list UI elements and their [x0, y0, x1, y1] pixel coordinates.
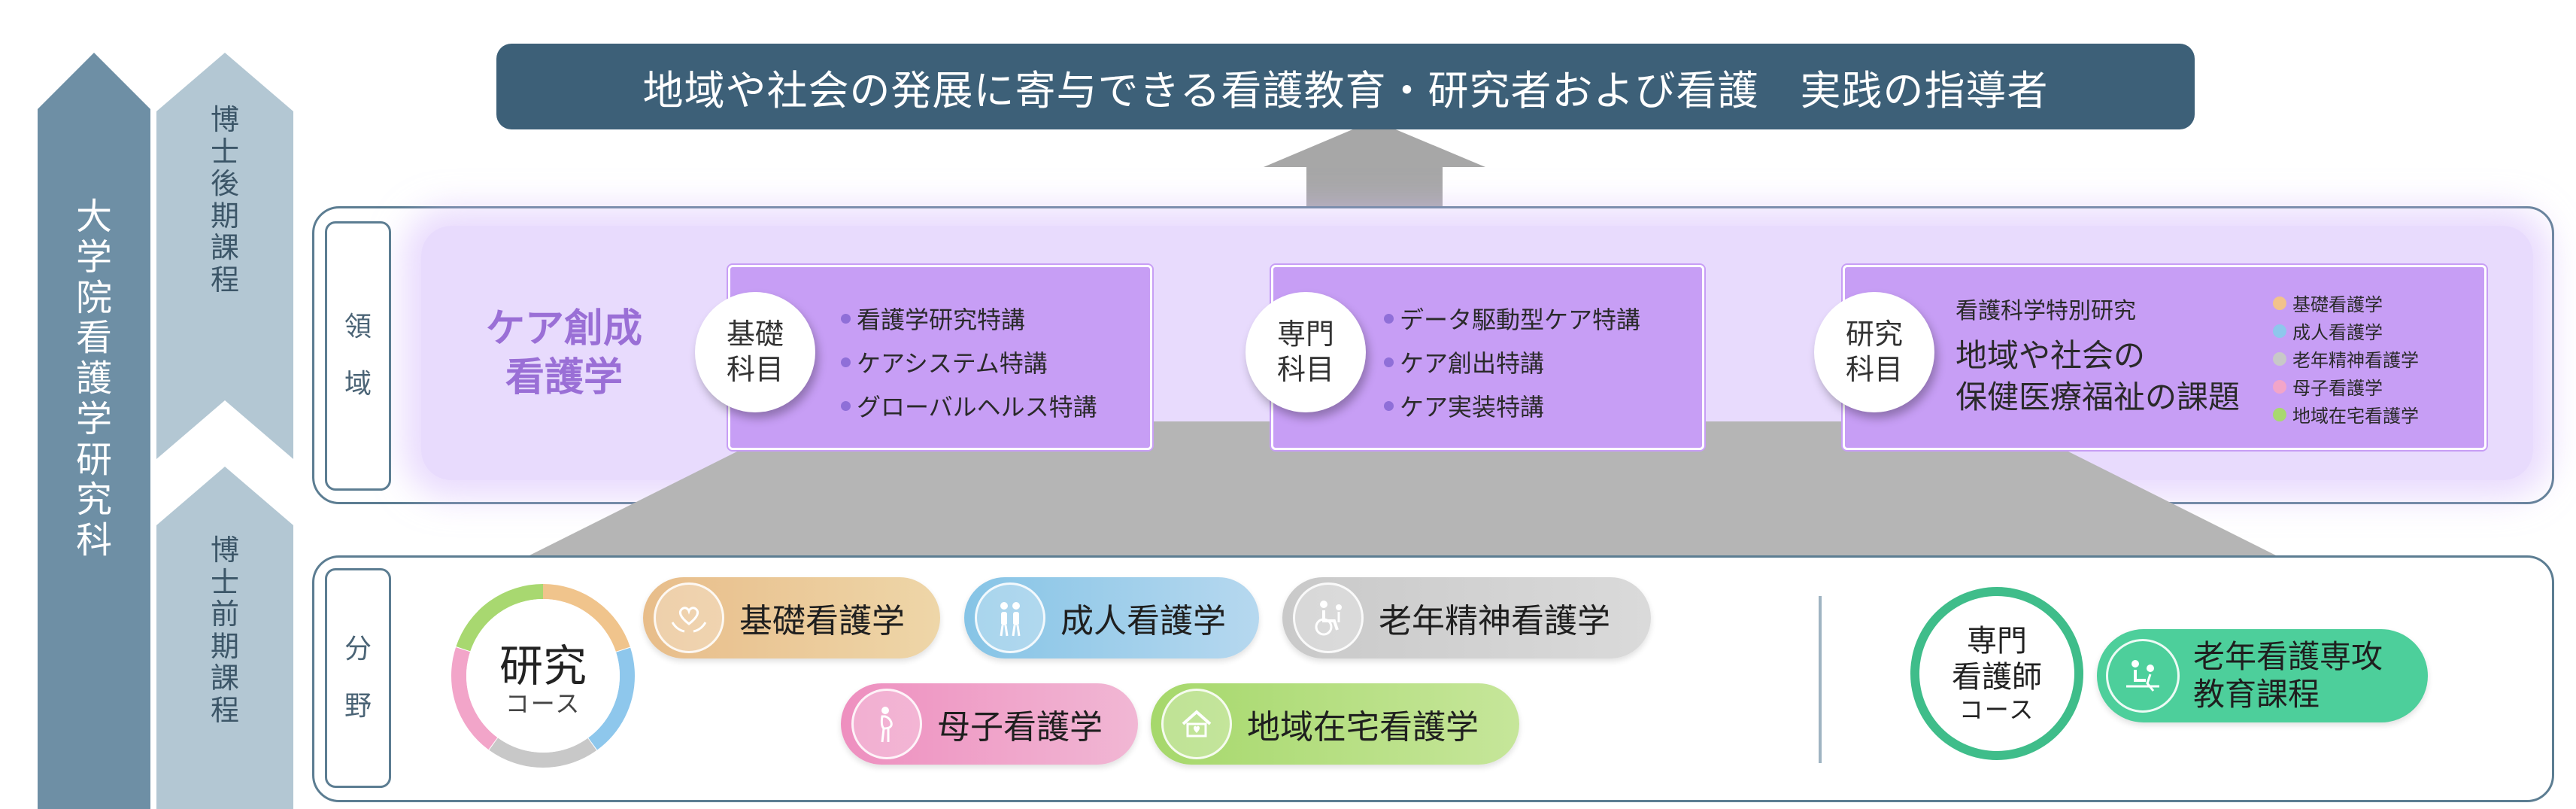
bullet-dot-icon — [1384, 313, 1394, 324]
cns-program-label: 老年看護専攻 教育課程 — [2193, 637, 2383, 713]
section-divider — [1819, 596, 1822, 763]
list-item: データ駆動型ケア特講 — [1384, 297, 1640, 340]
doctoral-course-label: 博士後期課程 — [210, 103, 239, 297]
home-icon — [1161, 689, 1232, 759]
wheelchair-icon — [1293, 582, 1364, 653]
people-icon — [975, 582, 1045, 653]
care-creation-title: ケア創成 看護学 — [485, 306, 642, 400]
basic-subjects-list: 看護学研究特講 ケアシステム特講 グローバルヘルス特講 — [841, 297, 1097, 427]
legend-dot-icon — [2273, 351, 2286, 366]
research-issue-text: 地域や社会の 保健医療福祉の課題 — [1956, 337, 2241, 415]
field-geriatric-psychiatric: 老年精神看護学 — [1282, 577, 1651, 658]
specialized-subjects-list: データ駆動型ケア特講 ケア創出特講 ケア実装特講 — [1384, 297, 1640, 427]
masters-course-label: 博士前期課程 — [210, 534, 239, 727]
connector-trapezoid — [526, 421, 2279, 557]
legend-dot-icon — [2273, 407, 2286, 421]
research-course-title: 研究 — [499, 640, 587, 692]
legend-dot-icon — [2273, 324, 2286, 338]
bullet-dot-icon — [1384, 357, 1394, 367]
specialized-subjects-circle: 専門科目 — [1246, 292, 1366, 412]
legend-dot-icon — [2273, 296, 2286, 310]
domain-tab: 領域 — [325, 221, 391, 491]
research-course-ring — [451, 584, 635, 768]
special-research-label: 看護科学特別研究 — [1956, 298, 2136, 324]
legend-dot-icon — [2273, 379, 2286, 394]
list-item: ケア実装特講 — [1384, 384, 1640, 427]
goal-banner: 地域や社会の発展に寄与できる看護教育・研究者および看護 実践の指導者 — [496, 44, 2195, 129]
research-subjects-circle: 研究科目 — [1814, 292, 1934, 412]
graduate-school-label: 大学院看護学研究科 — [75, 196, 112, 561]
graduate-school-arrow — [38, 53, 150, 809]
field-legend: 基礎看護学 成人看護学 老年精神看護学 母子看護学 地域在宅看護学 — [2273, 289, 2419, 428]
cns-course-circle: 専門 看護師 コース — [1919, 596, 2074, 751]
bullet-dot-icon — [841, 313, 851, 324]
field-adult-nursing: 成人看護学 — [964, 577, 1259, 658]
legend-item: 老年精神看護学 — [2273, 345, 2419, 373]
doctoral-course-arrow — [156, 53, 293, 459]
legend-item: 基礎看護学 — [2273, 289, 2419, 317]
field-tab: 分野 — [325, 568, 391, 788]
heart-hands-icon — [654, 582, 724, 653]
list-item: 看護学研究特講 — [841, 297, 1097, 340]
bullet-dot-icon — [841, 357, 851, 367]
legend-item: 母子看護学 — [2273, 373, 2419, 400]
list-item: ケア創出特講 — [1384, 340, 1640, 384]
bullet-dot-icon — [841, 400, 851, 411]
research-subjects-box — [1843, 265, 2486, 450]
list-item: グローバルヘルス特講 — [841, 384, 1097, 427]
pregnant-icon — [851, 689, 922, 759]
masters-course-arrow — [156, 467, 293, 809]
basic-subjects-circle: 基礎科目 — [695, 292, 815, 412]
research-course-sub: コース — [505, 689, 581, 718]
field-maternal-child: 母子看護学 — [841, 683, 1138, 765]
list-item: ケアシステム特講 — [841, 340, 1097, 384]
legend-item: 成人看護学 — [2273, 317, 2419, 345]
field-community-home: 地域在宅看護学 — [1151, 683, 1519, 765]
cns-program-pill: 老年看護専攻 教育課程 — [2097, 629, 2428, 722]
upward-arrow — [1264, 120, 1485, 212]
legend-item: 地域在宅看護学 — [2273, 400, 2419, 428]
bullet-dot-icon — [1384, 400, 1394, 411]
caregiving-icon — [2106, 639, 2180, 713]
field-basic-nursing: 基礎看護学 — [643, 577, 940, 658]
